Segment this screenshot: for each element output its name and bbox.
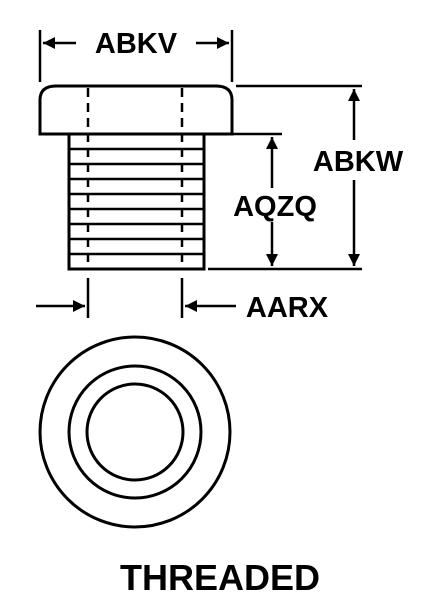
dimension-aarx	[36, 278, 236, 318]
label-aarx: AARX	[246, 292, 329, 324]
outer-rim-circle	[38, 335, 232, 529]
dimension-abkw	[208, 84, 362, 271]
label-abkw: ABKW	[313, 146, 404, 178]
threaded-shank	[67, 132, 206, 271]
end-view	[38, 335, 232, 529]
label-abkv: ABKV	[95, 28, 178, 60]
dimension-aqzq	[208, 132, 282, 266]
label-aqzq: AQZQ	[233, 191, 317, 223]
hidden-bore-lines	[86, 88, 184, 268]
thread-circle	[67, 364, 203, 500]
dimension-abkv	[38, 30, 234, 82]
caption-threaded: THREADED	[120, 557, 320, 598]
bore-circle	[85, 382, 185, 482]
plug-head	[38, 84, 234, 136]
